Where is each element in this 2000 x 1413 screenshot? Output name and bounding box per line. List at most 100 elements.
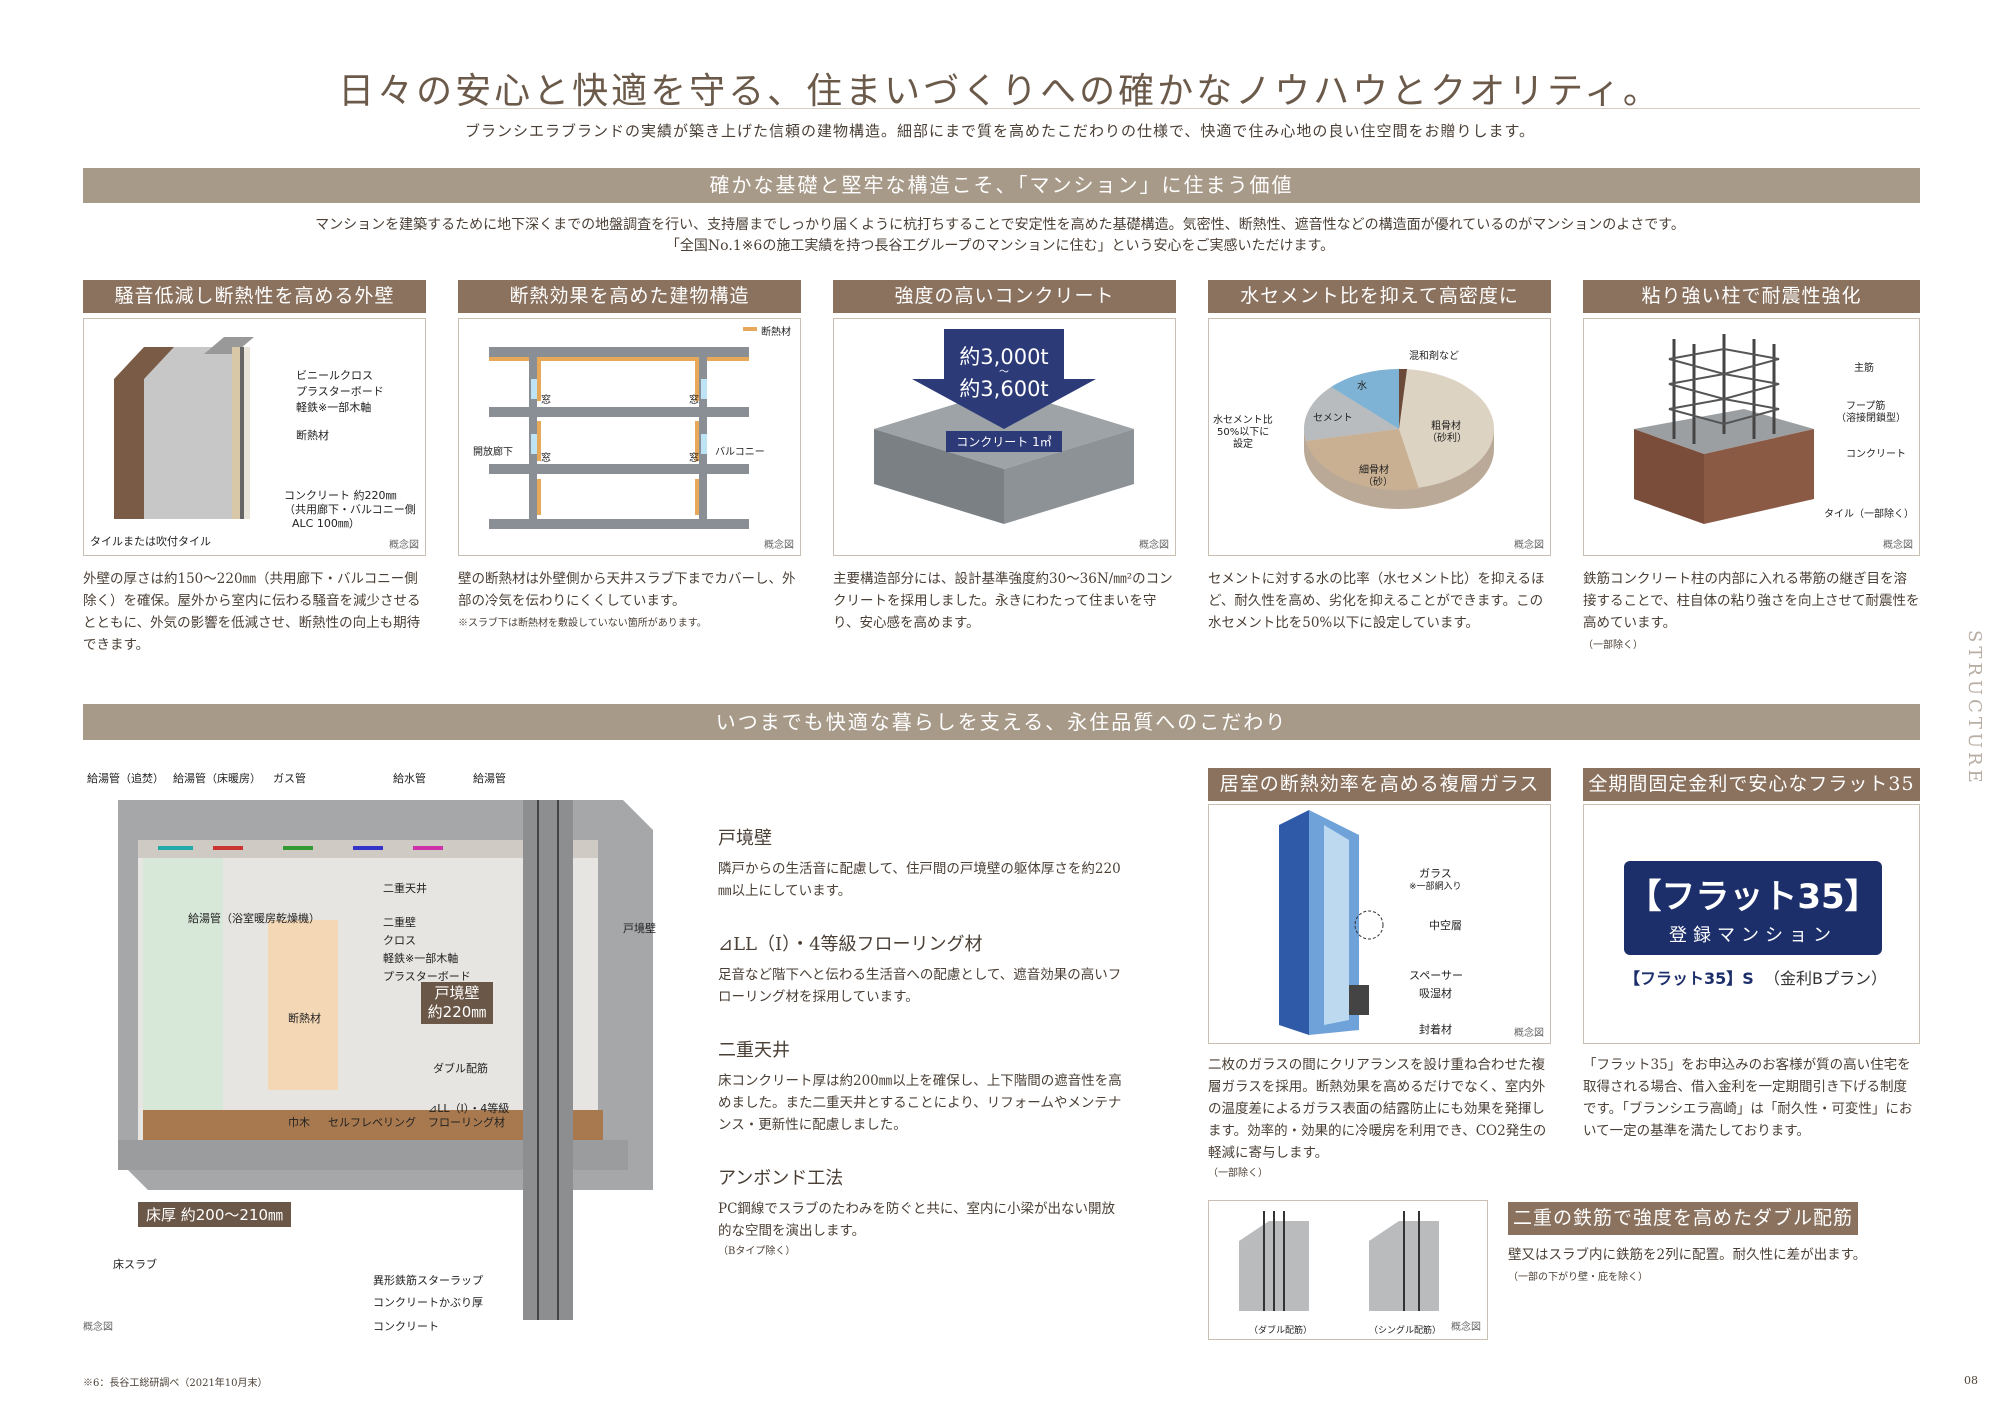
- wall-label-tile: タイルまたは吹付タイル: [90, 535, 211, 548]
- double-glazing-illustration: [1279, 810, 1384, 1035]
- card-title-insulation: 断熱効果を高めた建物構造: [458, 280, 801, 313]
- pie-label-water: 水: [1357, 381, 1367, 392]
- glass-note: （一部除く）: [1208, 1168, 1268, 1179]
- column-diagram: 主筋 フープ筋 （溶接閉鎖型） コンクリート タイル（一部除く） 概念図: [1583, 318, 1920, 556]
- flat35-panel: 【フラット35】 登録マンション 【フラット35】S （金利Bプラン）: [1583, 804, 1920, 1044]
- flat35-body: 「フラット35」をお申込みのお客様が質の高い住宅を取得される場合、借入金利を一定…: [1583, 1057, 1913, 1139]
- card-note-column: （一部除く）: [1583, 640, 1643, 651]
- card-title-exterior-wall: 騒音低減し断熱性を高める外壁: [83, 280, 426, 313]
- concept-label: 概念図: [1514, 540, 1544, 551]
- section-intro-2: 「全国No.1※6の施工実績を持つ長谷工グループのマンションに住む」という安心を…: [665, 238, 1335, 254]
- glass-label-spacer: スペーサー: [1409, 969, 1464, 982]
- section-title-quality: いつまでも快適な暮らしを支える、永住品質へのこだわり: [83, 704, 1920, 740]
- ratio-label-1: 水セメント比: [1213, 415, 1273, 426]
- glass-diagram: ガラス ※一部網入り 中空層 スペーサー 吸湿材 封着材 概念図: [1208, 804, 1551, 1044]
- card-body-insulation: 壁の断熱材は外壁側から天井スラブ下までカバーし、外部の冷気を伝わりにくくしていま…: [458, 571, 796, 609]
- wall-label-alc: ALC 100㎜）: [292, 517, 360, 530]
- page-number: 08: [1964, 1374, 1978, 1387]
- force-value-2: 約3,600t: [959, 377, 1049, 401]
- pie-label-cement: セメント: [1313, 413, 1353, 424]
- feature-note-unbond: （Bタイプ除く）: [718, 1246, 796, 1257]
- wall-label-insulation: 断熱材: [296, 429, 329, 442]
- unit-section-diagram: 給湯管（追焚） 給湯管（床暖房） ガス管 給水管 給湯管 二重天井 給湯管（浴室…: [83, 770, 683, 1340]
- force-value-1: 約3,000t: [959, 345, 1049, 369]
- balcony-label: バルコニー: [715, 447, 765, 458]
- concrete-block-illustration: [874, 329, 1134, 524]
- wall-label-vinyl: ビニールクロス: [296, 369, 373, 382]
- feature-body-ceiling: 床コンクリート厚は約200㎜以上を確保し、上下階間の遮音性を高めました。また二重…: [718, 1073, 1122, 1133]
- concept-label: 概念図: [389, 540, 419, 551]
- card-title-water-cement: 水セメント比を抑えて高密度に: [1208, 280, 1551, 313]
- pie-label-fine: 細骨材: [1359, 465, 1389, 476]
- partition-box-value: 約220㎜: [427, 1003, 487, 1021]
- pie-label-coarse: 粗骨材: [1431, 421, 1461, 432]
- label-tile: タイル（一部除く）: [1824, 509, 1914, 520]
- mix-pie-illustration: [1304, 368, 1494, 509]
- feature-body-unbond: PC鋼線でスラブのたわみを防ぐと共に、室内に小梁が出ない開放的な空間を演出します…: [718, 1201, 1116, 1239]
- rebar-body: 壁又はスラブ内に鉄筋を2列に配置。耐久性に差が出ます。: [1508, 1247, 1867, 1263]
- wall-section-illustration: [114, 337, 254, 519]
- flat35-registered: 登録マンション: [1669, 925, 1837, 946]
- card-body-column: 鉄筋コンクリート柱の内部に入れる帯筋の継ぎ目を溶接することで、柱自体の粘り強さを…: [1583, 571, 1920, 631]
- card-body-water-cement: セメントに対する水の比率（水セメント比）を抑えるほど、耐久性を高め、劣化を抑える…: [1208, 571, 1545, 631]
- feature-title-unbond: アンボンド工法: [718, 1168, 844, 1189]
- label-insulation: 断熱材: [288, 1012, 321, 1025]
- label-double-arrangement: （ダブル配筋）: [1249, 1326, 1313, 1336]
- partition-box-title: 戸境壁: [434, 984, 480, 1002]
- wall-label-concrete: コンクリート 約220㎜: [284, 489, 397, 502]
- pipe-label-floorheat: 給湯管（床暖房）: [173, 772, 261, 785]
- partition-thickness-box: 戸境壁 約220㎜: [421, 982, 493, 1024]
- ratio-label-2: 50%以下に: [1217, 427, 1270, 438]
- pie-label-fine-sub: （砂）: [1363, 477, 1393, 488]
- label-double-wall: 二重壁: [383, 916, 416, 929]
- label-flooring: フローリング材: [428, 1116, 505, 1129]
- footnote: ※6：長谷工総研調べ（2021年10月末）: [83, 1378, 268, 1389]
- rebar-illustration: [1239, 1211, 1439, 1311]
- building-section-illustration: [489, 327, 757, 529]
- label-single-arrangement: （シングル配筋）: [1369, 1326, 1442, 1336]
- glass-label-wire: ※一部網入り: [1409, 882, 1462, 892]
- label-main-bar: 主筋: [1854, 363, 1874, 374]
- feature-body-partition: 隣戸からの生活音に配慮して、住戸間の戸境壁の躯体厚さを約220㎜以上にしています…: [718, 861, 1121, 899]
- label-floor-grade: ⊿LL（Ⅰ）・4等級: [428, 1102, 510, 1115]
- card-body-concrete: 主要構造部分には、設計基準強度約30〜36N/㎜²のコンクリートを採用しました。…: [833, 571, 1173, 631]
- glass-label-glass: ガラス: [1419, 867, 1452, 880]
- section-title-foundation: 確かな基礎と堅牢な構造こそ、「マンション」に住まう価値: [83, 168, 1920, 203]
- card-title-flat35: 全期間固定金利で安心なフラット35: [1583, 768, 1920, 801]
- divider: [480, 108, 1920, 109]
- card-body-exterior-wall: 外壁の厚さは約150〜220㎜（共用廊下・バルコニー側除く）を確保。屋外から室内…: [83, 571, 421, 653]
- feature-list: 戸境壁 隣戸からの生活音に配慮して、住戸間の戸境壁の躯体厚さを約220㎜以上にし…: [718, 824, 1128, 1257]
- label-concrete: コンクリート: [1846, 449, 1906, 460]
- label-light-steel: 軽鉄※一部木軸: [383, 952, 459, 965]
- pipe-label-gas: ガス管: [273, 772, 306, 785]
- label-double-ceiling: 二重天井: [383, 882, 427, 895]
- concept-label: 概念図: [1514, 1028, 1544, 1039]
- flat35s-label: 【フラット35】S: [1624, 969, 1754, 988]
- window-label-3: 窓: [541, 453, 551, 464]
- label-cover: コンクリートかぶり厚: [373, 1296, 483, 1309]
- flat35-logo-text: 【フラット35】: [1627, 877, 1879, 917]
- label-hoop: フープ筋: [1846, 401, 1886, 412]
- glass-label-desiccant: 吸湿材: [1419, 987, 1452, 1000]
- glass-label-air: 中空層: [1429, 919, 1462, 932]
- label-baseboard: 巾木: [288, 1116, 310, 1129]
- feature-title-flooring: ⊿LL（Ⅰ）・4等級フローリング材: [718, 934, 983, 955]
- flat35-plan: （金利Bプラン）: [1764, 969, 1887, 988]
- label-floor-slab: 床スラブ: [113, 1258, 157, 1271]
- glass-body: 二枚のガラスの間にクリアランスを設け重ね合わせた複層ガラスを採用。断熱効果を高め…: [1208, 1057, 1547, 1161]
- label-bath-heater-pipe: 給湯管（浴室暖房乾燥機）: [188, 912, 320, 925]
- side-structure-label: STRUCTURE: [1964, 630, 1985, 787]
- concrete-diagram: 約3,000t 〜 約3,600t コンクリート 1㎥ 概念図: [833, 318, 1176, 556]
- label-concrete-base: コンクリート: [373, 1320, 439, 1333]
- concept-label: 概念図: [1139, 540, 1169, 551]
- water-cement-diagram: 混和剤など 水 セメント 粗骨材 （砂利） 細骨材 （砂） 水セメント比 50%…: [1208, 318, 1551, 556]
- label-hoop-sub: （溶接閉鎖型）: [1836, 413, 1906, 424]
- rebar-note: （一部の下がり壁・庇を除く）: [1508, 1272, 1648, 1283]
- concept-label: 概念図: [764, 540, 794, 551]
- window-label-1: 窓: [541, 395, 551, 406]
- concept-label: 概念図: [1451, 1322, 1481, 1333]
- card-title-double-rebar: 二重の鉄筋で強度を高めたダブル配筋: [1508, 1202, 1858, 1235]
- pipe-label-hotwater: 給湯管: [473, 772, 506, 785]
- section-intro-1: マンションを建築するために地下深くまでの地盤調査を行い、支持層までしっかり届くよ…: [315, 217, 1685, 233]
- label-stirrup: 異形鉄筋スターラップ: [373, 1274, 483, 1287]
